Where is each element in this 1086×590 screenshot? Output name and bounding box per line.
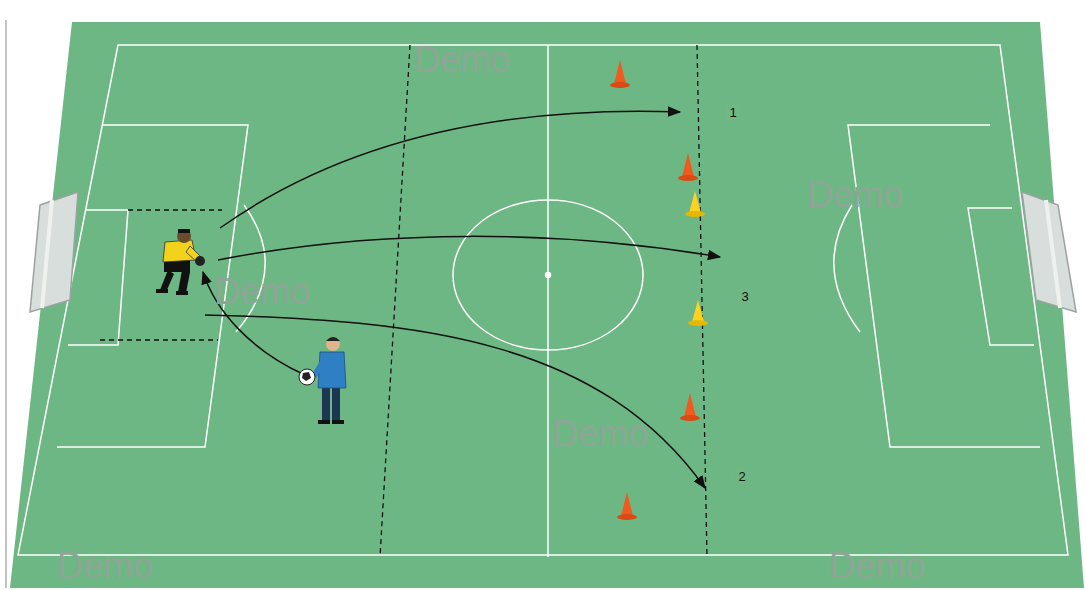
watermark: Demo bbox=[829, 548, 925, 584]
callout-number: 1 bbox=[726, 105, 739, 120]
goalkeeper-figure bbox=[156, 229, 205, 295]
pitch-ground bbox=[10, 22, 1084, 588]
callout-number: 2 bbox=[735, 469, 748, 484]
ball-paths bbox=[203, 111, 720, 488]
watermark: Demo bbox=[414, 42, 510, 78]
goal-frames bbox=[30, 192, 1076, 312]
watermark: Demo bbox=[807, 177, 903, 213]
watermark: Demo bbox=[214, 274, 310, 310]
watermark: Demo bbox=[57, 548, 153, 584]
zone-lines bbox=[100, 45, 707, 557]
pitch-markings bbox=[18, 45, 1068, 557]
callout-number: 3 bbox=[738, 289, 751, 304]
coach-figure bbox=[299, 337, 346, 424]
watermark: Demo bbox=[552, 416, 648, 452]
